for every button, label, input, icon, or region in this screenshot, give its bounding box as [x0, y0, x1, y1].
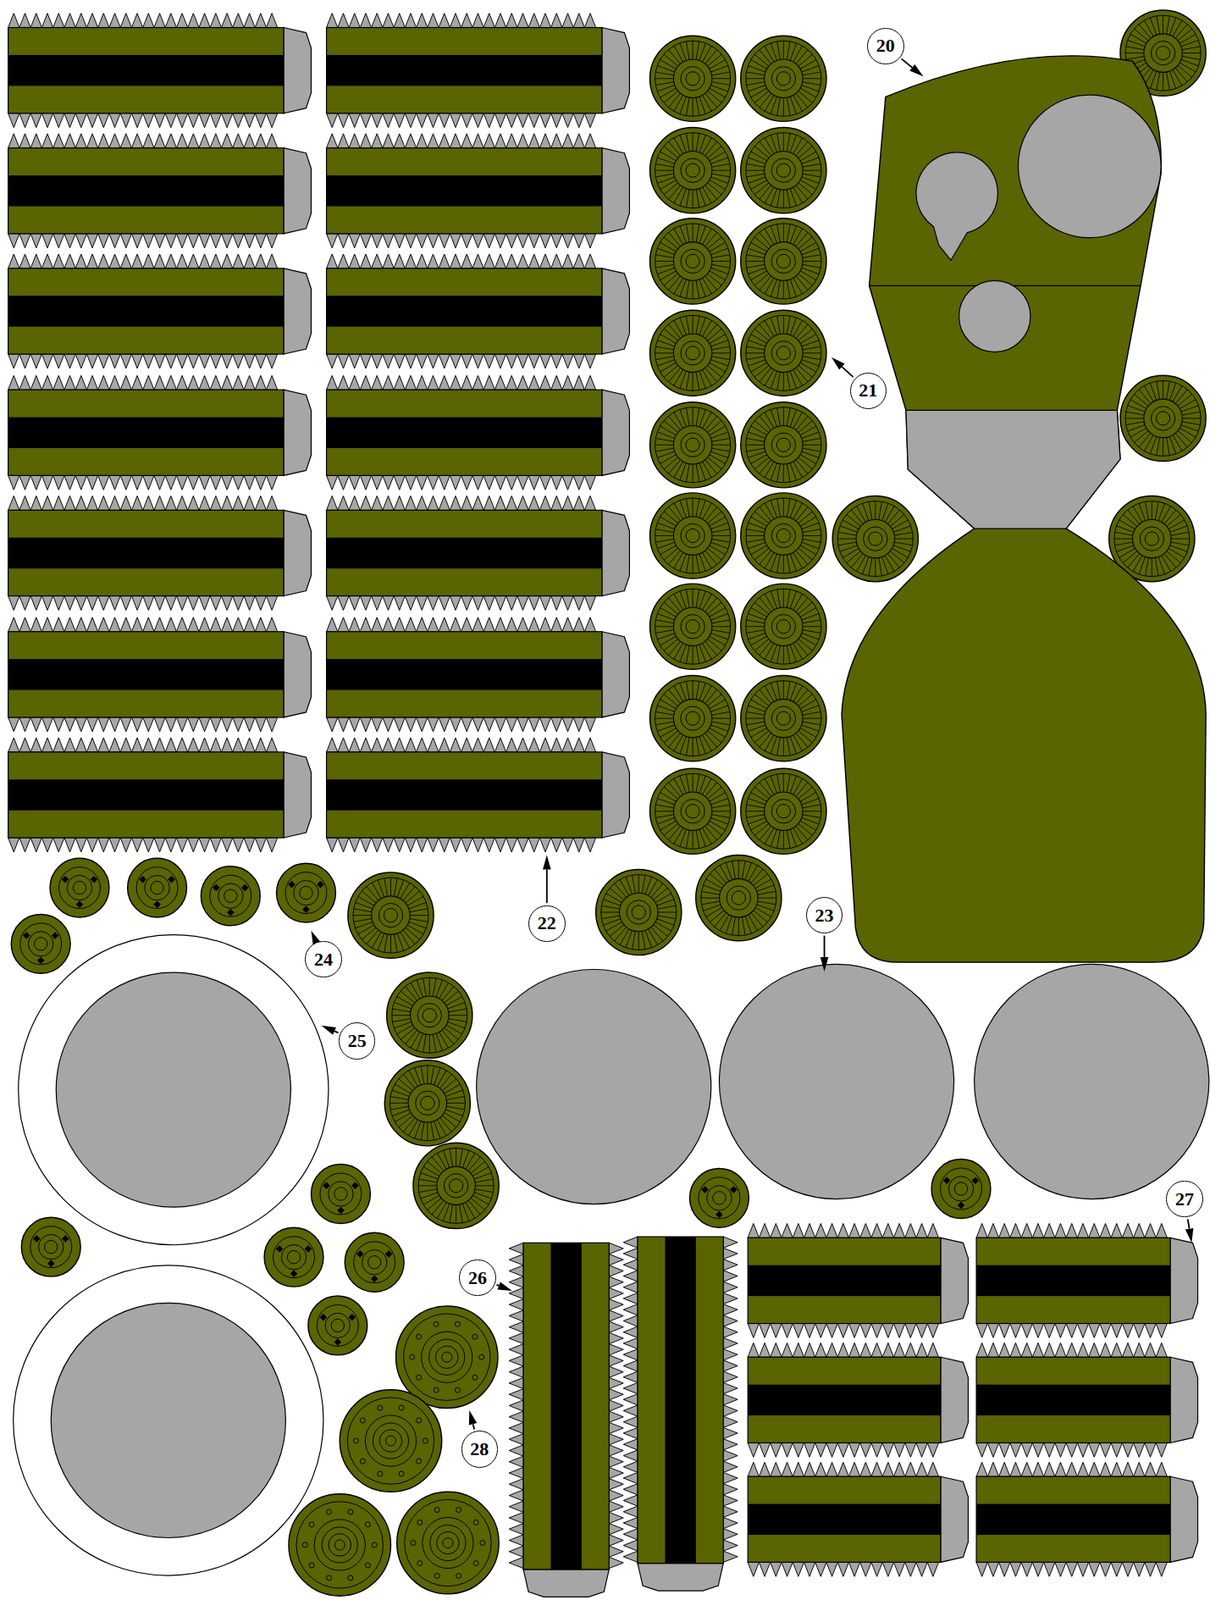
- callout-number: 26: [458, 1259, 496, 1296]
- callout-number: 27: [1165, 1180, 1203, 1217]
- callout-number: 21: [850, 372, 887, 409]
- callout-number: 23: [806, 896, 843, 934]
- callout-number: 22: [528, 905, 565, 942]
- callout-number: 20: [867, 27, 904, 65]
- callout-number: 28: [461, 1430, 498, 1467]
- callout-number: 24: [304, 940, 342, 978]
- callout-number: 25: [338, 1022, 376, 1059]
